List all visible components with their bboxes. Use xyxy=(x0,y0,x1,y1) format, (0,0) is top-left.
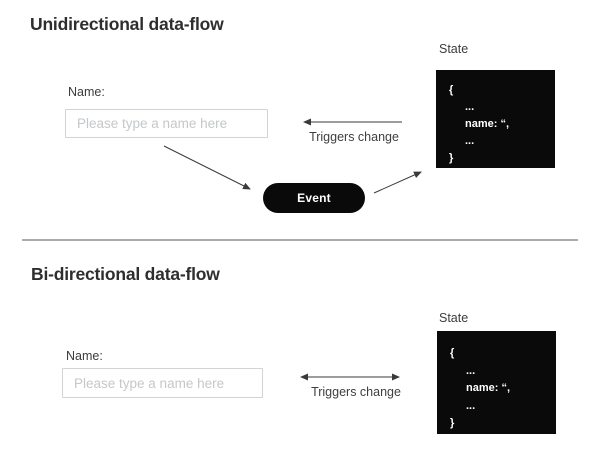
code-line: ... xyxy=(465,101,475,113)
state-label-top: State xyxy=(439,42,469,56)
code-line: ... xyxy=(466,364,476,377)
name-label-bottom: Name: xyxy=(66,349,103,363)
event-node-label: Event xyxy=(297,191,331,205)
code-line: } xyxy=(450,417,455,429)
arrow-event-to-state xyxy=(373,171,422,194)
code-line: } xyxy=(449,152,454,164)
unidirectional-title: Unidirectional data-flow xyxy=(30,14,224,34)
name-input-top[interactable] xyxy=(65,109,268,138)
section-divider xyxy=(22,239,578,241)
arrow-input-to-event xyxy=(163,145,251,190)
bidirectional-title: Bi-directional data-flow xyxy=(31,264,220,284)
state-label-bottom: State xyxy=(439,311,469,325)
code-line: ... xyxy=(466,399,476,412)
name-label-top: Name: xyxy=(68,85,105,99)
state-node-top: { ... name: “, ... } xyxy=(436,70,555,168)
code-line: name: “, xyxy=(466,382,511,394)
triggers-change-label-top: Triggers change xyxy=(309,130,399,144)
code-line: ... xyxy=(465,135,475,147)
triggers-change-label-bottom: Triggers change xyxy=(311,385,401,399)
name-input-bottom[interactable] xyxy=(62,368,263,398)
state-node-bottom: { ... name: “, ... } xyxy=(437,331,556,434)
code-line: { xyxy=(449,84,454,96)
code-line: name: “, xyxy=(465,118,510,130)
event-node: Event xyxy=(263,183,365,213)
code-line: { xyxy=(450,347,455,359)
